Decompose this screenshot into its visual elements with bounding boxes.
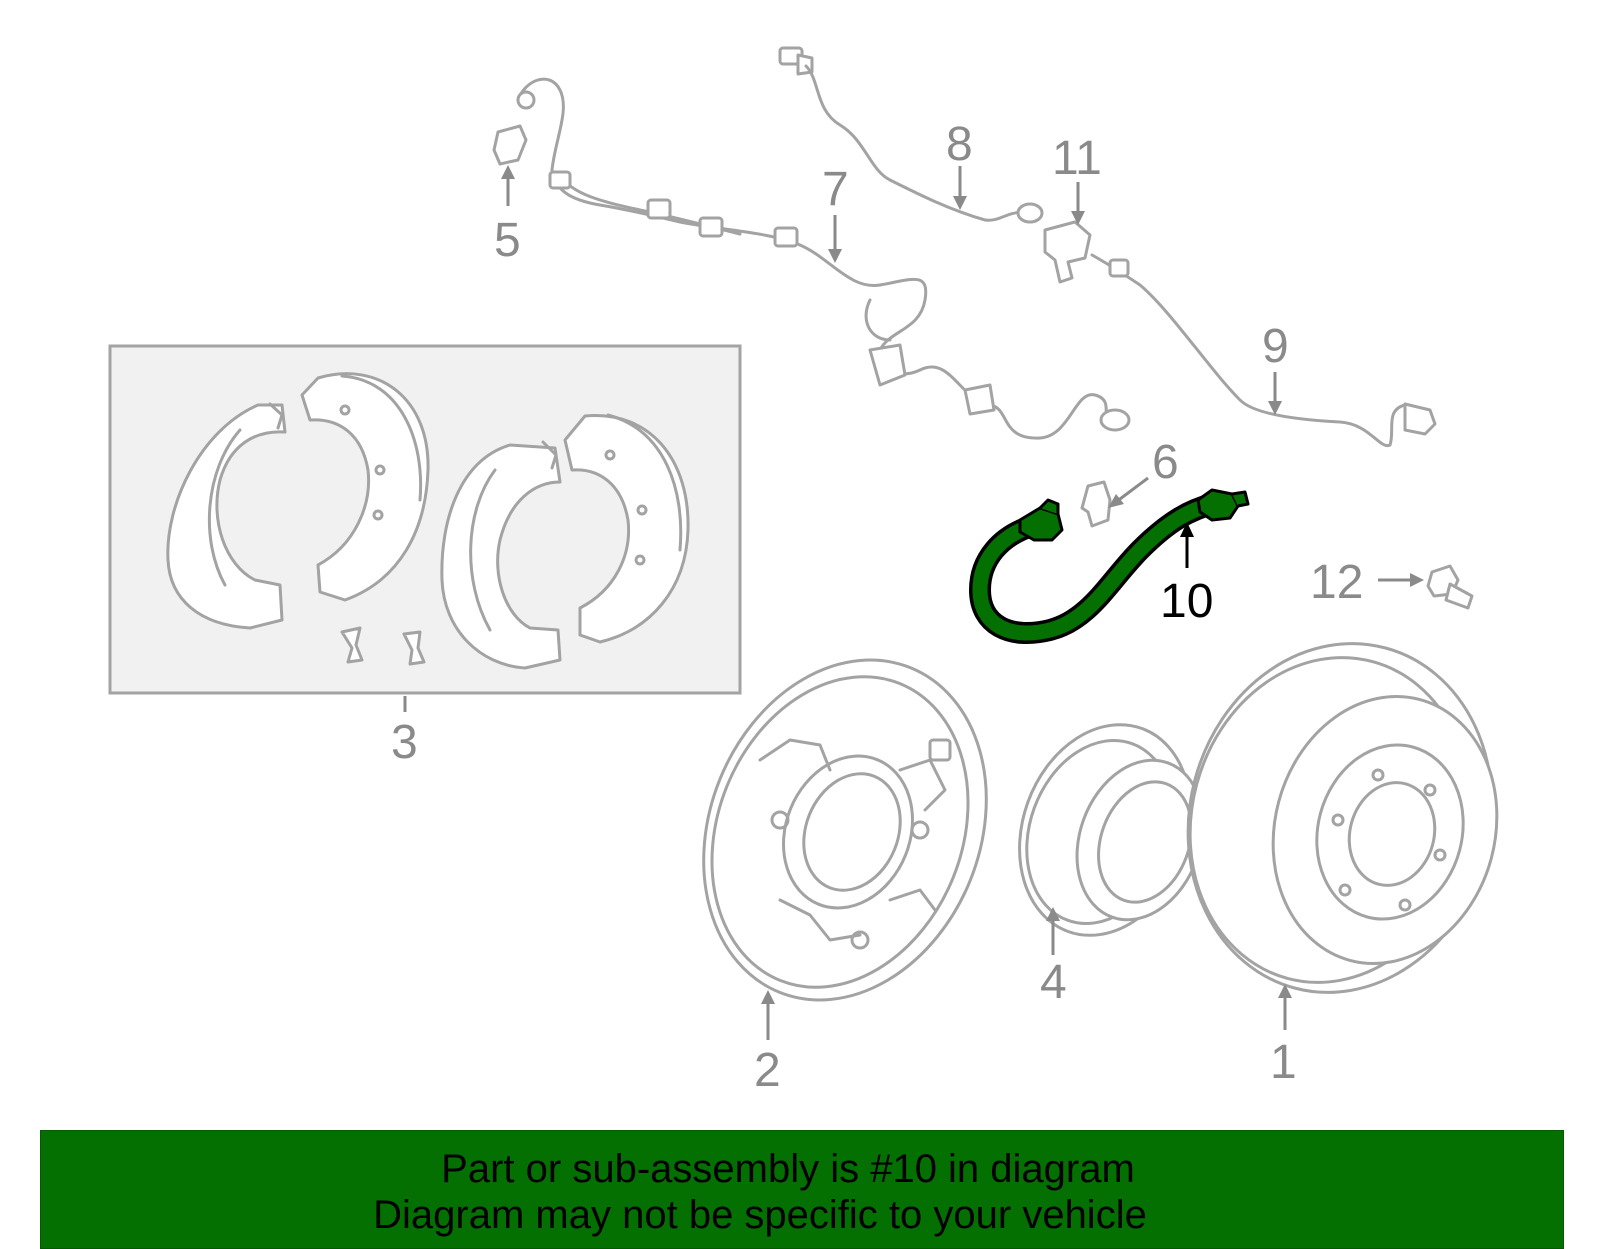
info-banner: Part or sub-assembly is #10 in diagram D… (40, 1130, 1564, 1249)
abs-sensor-wire-9[interactable] (1090, 253, 1437, 448)
banner-line-disclaimer: Diagram may not be specific to your vehi… (373, 1193, 1147, 1237)
abs-wire-harness[interactable] (548, 168, 1131, 440)
callout-4: 4 (1040, 956, 1067, 1009)
callout-3: 3 (391, 716, 418, 769)
callout-10: 10 (1160, 575, 1213, 628)
callout-6: 6 (1152, 436, 1179, 489)
brake-hose-highlighted[interactable] (968, 488, 1250, 644)
callout-9: 9 (1262, 320, 1289, 373)
callout-8: 8 (946, 118, 973, 171)
callout-5: 5 (494, 214, 521, 267)
callout-labels: 1 2 3 4 5 6 7 8 9 10 11 12 (391, 118, 1363, 1097)
abs-sensor-bracket[interactable] (492, 77, 565, 172)
banner-line-part-number: Part or sub-assembly is #10 in diagram (441, 1147, 1135, 1191)
hose-clip[interactable] (1080, 480, 1112, 528)
callout-7: 7 (822, 163, 849, 216)
leader-lines (403, 165, 1424, 1040)
brake-shoe-kit[interactable] (108, 344, 742, 695)
callout-12: 12 (1310, 556, 1363, 609)
brake-drum[interactable] (1150, 609, 1531, 1027)
abs-tone-ring[interactable] (991, 700, 1224, 959)
callout-1: 1 (1270, 1036, 1297, 1089)
backing-plate[interactable] (654, 617, 1035, 1043)
callout-11: 11 (1052, 132, 1102, 185)
bleeder-bolt[interactable] (1426, 564, 1474, 610)
wire-bracket-11[interactable] (1043, 220, 1092, 284)
abs-sensor-wire-8[interactable] (778, 46, 1044, 224)
callout-2: 2 (754, 1044, 781, 1097)
